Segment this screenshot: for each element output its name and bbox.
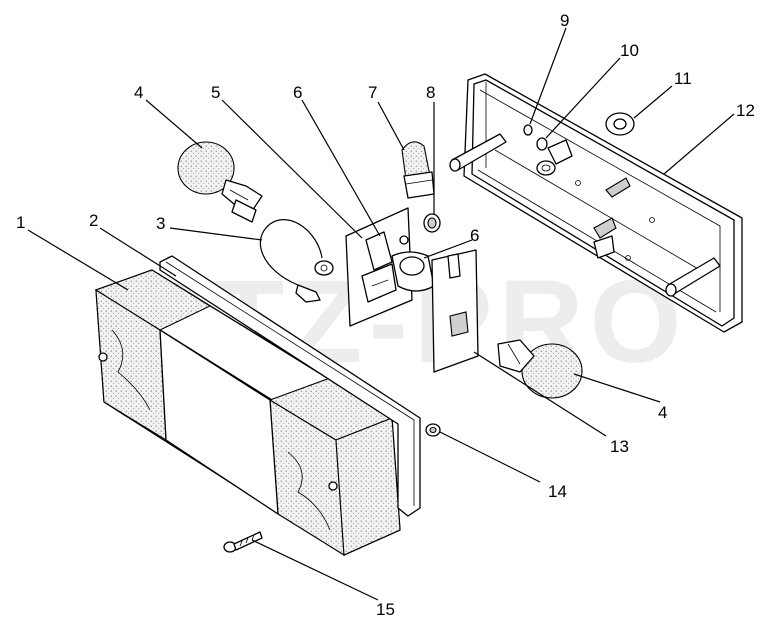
callout-8: 8 <box>426 83 435 102</box>
part-4-bulb-upper <box>177 141 263 223</box>
callout-5: 5 <box>211 83 220 102</box>
leader-lines <box>27 27 735 601</box>
part-2-lens-gasket <box>159 255 421 517</box>
part-14-washer <box>425 423 441 437</box>
callout-4-lower: 4 <box>658 403 667 422</box>
part-3-ground-wire <box>259 219 334 303</box>
callout-13: 13 <box>610 437 629 456</box>
callout-2: 2 <box>89 211 98 230</box>
callout-7: 7 <box>368 83 377 102</box>
part-5-6-socket-bracket <box>345 207 435 327</box>
callout-12: 12 <box>736 101 755 120</box>
part-1-lamp-lens <box>94 269 401 557</box>
callout-4-upper: 4 <box>134 83 143 102</box>
callout-labels: 1 2 3 4 5 6 6 7 8 9 10 11 12 4 13 14 15 <box>16 11 755 619</box>
callout-1: 1 <box>16 213 25 232</box>
callout-14: 14 <box>548 482 567 501</box>
part-13-socket-plate <box>431 249 479 373</box>
part-12-lamp-housing <box>449 73 743 333</box>
callout-3: 3 <box>156 214 165 233</box>
callout-6-lower: 6 <box>470 226 479 245</box>
part-7-small-bulb <box>401 141 435 199</box>
part-15-screw <box>223 531 263 553</box>
part-4-bulb-lower <box>497 339 583 399</box>
callout-11: 11 <box>674 69 692 88</box>
callout-15: 15 <box>376 600 395 619</box>
callout-6-upper: 6 <box>293 83 302 102</box>
part-8-nut <box>423 213 441 233</box>
callout-10: 10 <box>620 41 639 60</box>
callout-9: 9 <box>560 11 569 30</box>
